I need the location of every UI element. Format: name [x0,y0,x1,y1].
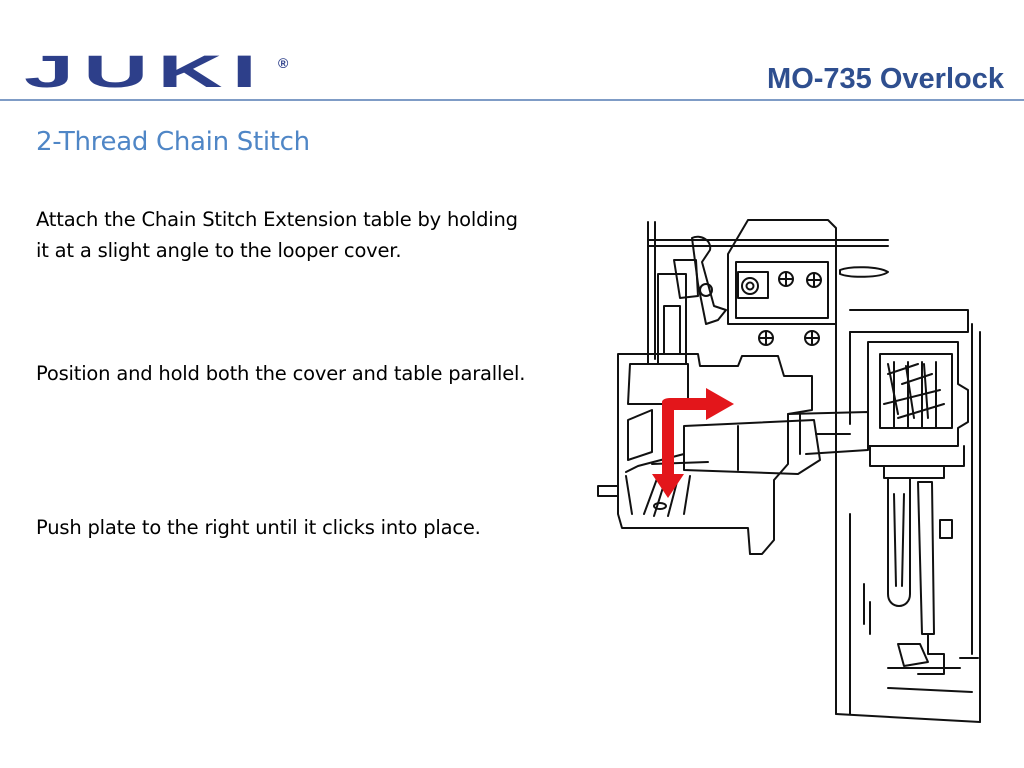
product-title: MO-735 Overlock [767,63,1004,95]
direction-arrow-icon [652,388,734,498]
registered-mark: ® [278,55,289,71]
slot-plate [839,266,889,278]
needle-housing [867,341,969,447]
slide-header: JUKI ® MO-735 Overlock [0,0,1024,102]
machine-illustration [597,219,981,723]
juki-logo: JUKI ® [24,46,288,100]
header-divider [0,99,1024,101]
frame-top [849,309,969,333]
section-title: 2-Thread Chain Stitch [36,127,310,157]
logo-wordmark: JUKI [24,46,267,97]
step-text-position: Position and hold both the cover and tab… [36,362,526,385]
lever-arm [691,235,727,325]
presser-bar [887,477,911,607]
step-text-push: Push plate to the right until it clicks … [36,516,481,539]
step-text-attach: Attach the Chain Stitch Extension table … [36,208,518,262]
